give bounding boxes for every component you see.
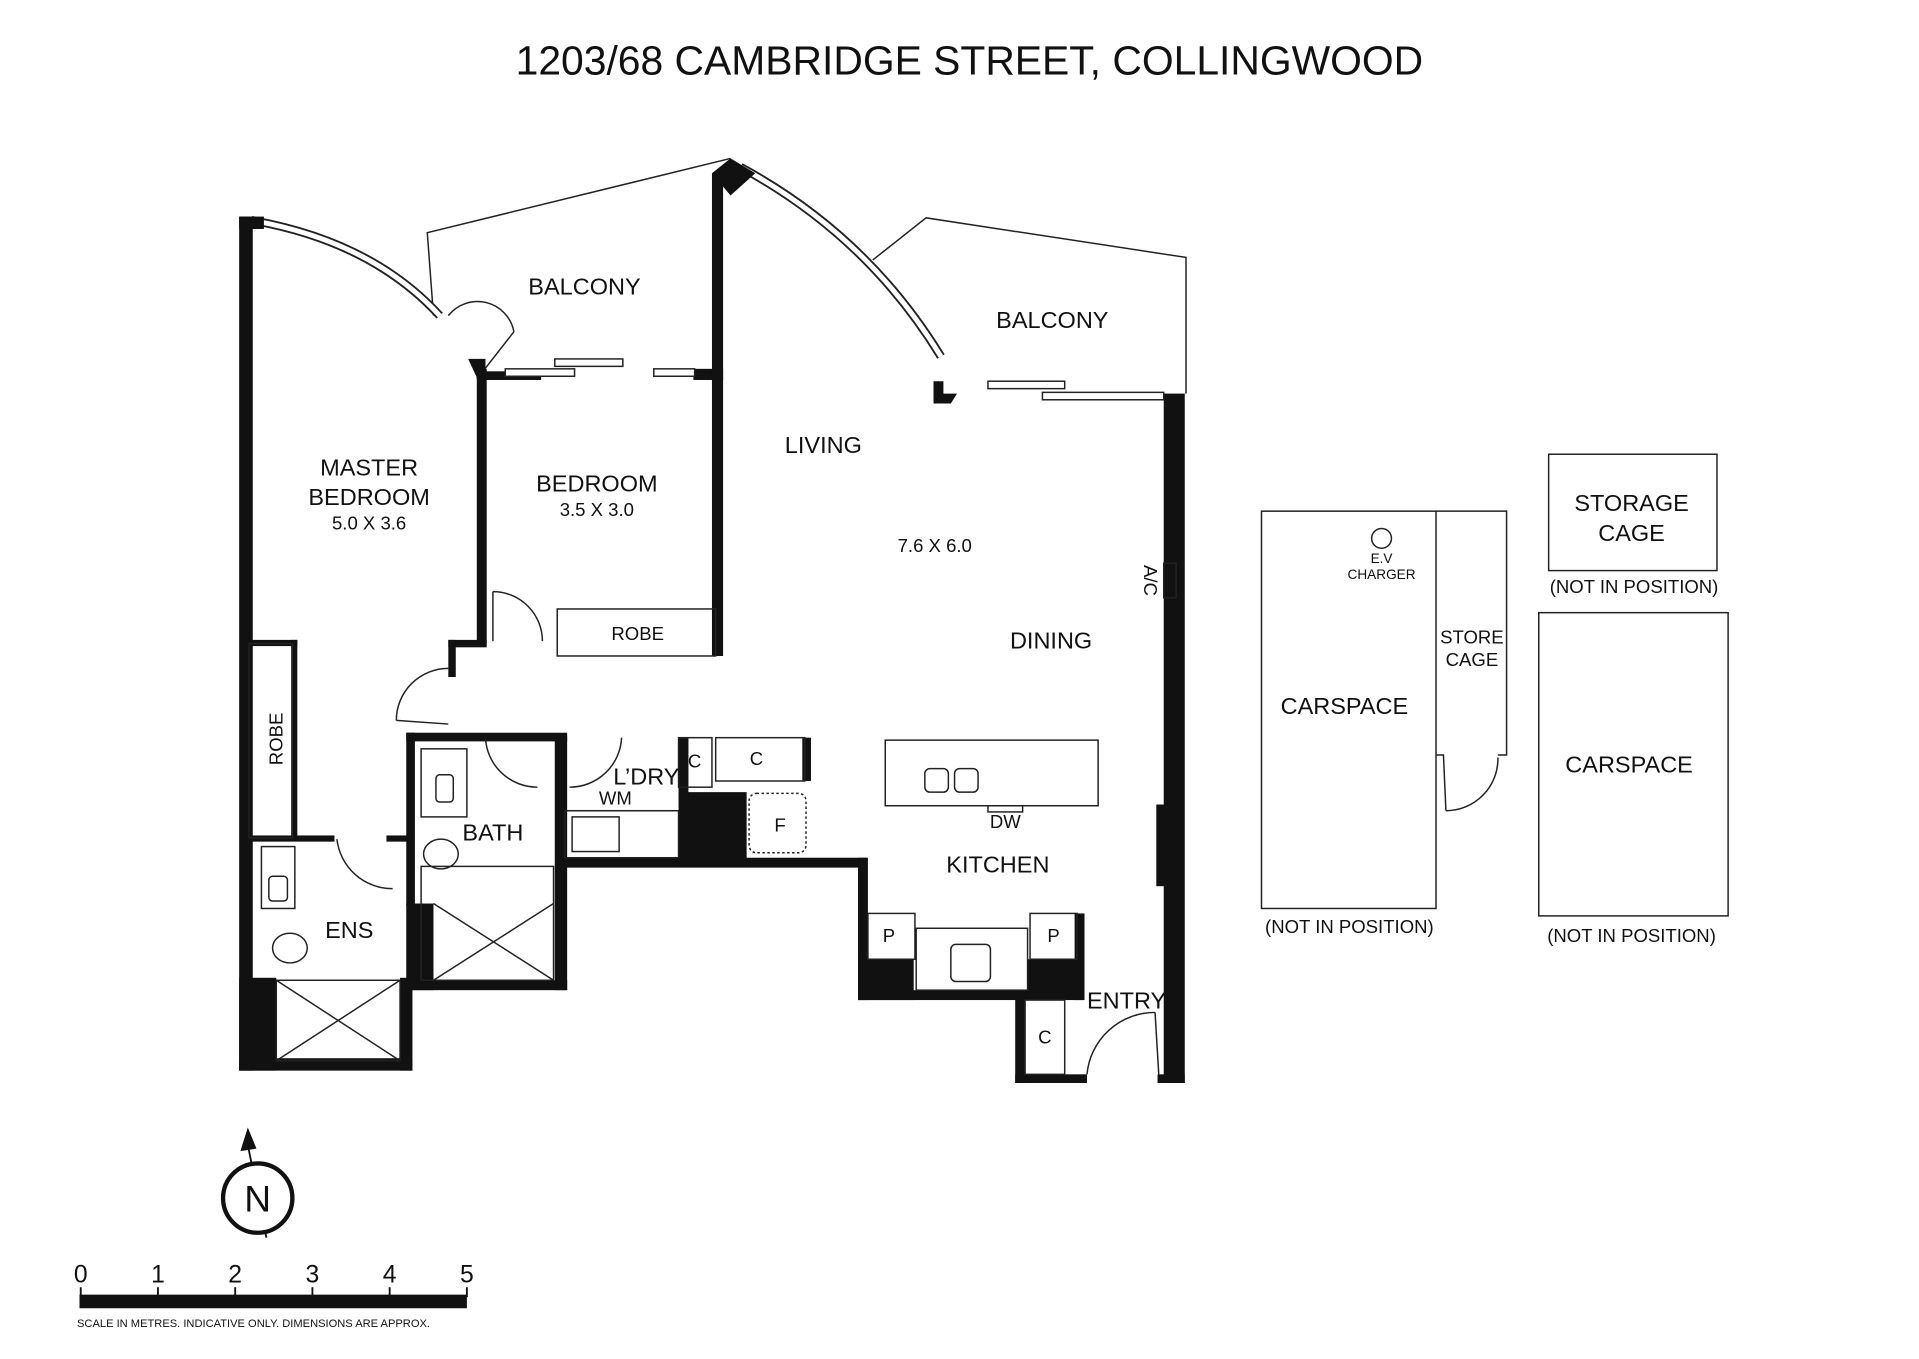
store-cage-label-1: STORE bbox=[1440, 627, 1504, 648]
plan-title: 1203/68 CAMBRIDGE STREET, COLLINGWOOD bbox=[516, 37, 1424, 83]
dining-label: DINING bbox=[1010, 628, 1092, 654]
washing-machine-label: WM bbox=[599, 788, 632, 809]
scale-tick-label: 2 bbox=[228, 1261, 242, 1288]
north-compass-icon: N bbox=[220, 1127, 295, 1238]
bath-label: BATH bbox=[462, 819, 523, 845]
balcony-outlines bbox=[426, 157, 1187, 394]
room-labels: BALCONY BALCONY MASTER BEDROOM 5.0 X 3.6… bbox=[265, 274, 1166, 1048]
master-robe-label: ROBE bbox=[265, 713, 286, 766]
storage-cage-label-1: STORAGE bbox=[1574, 490, 1688, 516]
scale-tick-label: 4 bbox=[383, 1261, 397, 1288]
laundry-cupboard-label: C bbox=[688, 750, 701, 771]
kitchen-label: KITCHEN bbox=[946, 852, 1049, 878]
ev-label-1: E.V bbox=[1371, 551, 1394, 566]
kitchen-cupboard-label: C bbox=[750, 748, 763, 769]
ac-label: A/C bbox=[1140, 565, 1161, 596]
carspace-1 bbox=[1260, 510, 1437, 910]
ev-charger-icon bbox=[1370, 527, 1393, 550]
storage-cage bbox=[1547, 453, 1718, 572]
carspace-2-label: CARSPACE bbox=[1565, 751, 1693, 777]
entry-cupboard-label: C bbox=[1038, 1026, 1051, 1047]
entry-label: ENTRY bbox=[1087, 988, 1167, 1014]
scale-tick-label: 1 bbox=[151, 1261, 165, 1288]
scale-tick-label: 5 bbox=[460, 1261, 474, 1288]
bedroom-label: BEDROOM bbox=[536, 470, 657, 496]
fridge-label: F bbox=[774, 815, 785, 836]
curved-windows bbox=[250, 163, 945, 359]
pantry-right-label: P bbox=[1047, 925, 1059, 946]
parking-area: E.V CHARGER CARSPACE STORE CAGE (NOT IN … bbox=[1260, 453, 1729, 946]
balcony-right-label: BALCONY bbox=[996, 307, 1109, 333]
pantry-left-label: P bbox=[883, 925, 895, 946]
carspace-1-label: CARSPACE bbox=[1281, 693, 1409, 719]
balcony-left-label: BALCONY bbox=[528, 274, 641, 300]
carspace-2 bbox=[1538, 611, 1729, 917]
carspace-2-note: (NOT IN POSITION) bbox=[1547, 925, 1716, 946]
storage-cage-note: (NOT IN POSITION) bbox=[1550, 576, 1719, 597]
bedroom-robe-label: ROBE bbox=[611, 623, 664, 644]
laundry-label: L’DRY bbox=[613, 764, 680, 790]
master-bedroom-dims: 5.0 X 3.6 bbox=[332, 513, 406, 534]
master-bedroom-label-1: MASTER bbox=[320, 454, 418, 480]
walls bbox=[239, 158, 1185, 1083]
carspace-1-note: (NOT IN POSITION) bbox=[1265, 916, 1434, 937]
storage-cage-label-2: CAGE bbox=[1598, 520, 1665, 546]
living-label: LIVING bbox=[785, 432, 862, 458]
scale-note: SCALE IN METRES. INDICATIVE ONLY. DIMENS… bbox=[77, 1318, 430, 1330]
fixtures bbox=[248, 562, 1177, 1076]
scale-tick-label: 3 bbox=[306, 1261, 320, 1288]
ev-label-2: CHARGER bbox=[1348, 567, 1416, 582]
scale-bar: 0 1 2 3 4 5 SCALE IN METRES. INDICATIVE ONLY.… bbox=[74, 1261, 474, 1330]
sliding-doors bbox=[504, 358, 1165, 401]
dishwasher-label: DW bbox=[990, 811, 1021, 832]
ensuite-label: ENS bbox=[325, 917, 373, 943]
bedroom-dims: 3.5 X 3.0 bbox=[560, 499, 634, 520]
master-bedroom-label-2: BEDROOM bbox=[308, 484, 429, 510]
store-cage-label-2: CAGE bbox=[1446, 649, 1499, 670]
compass-label: N bbox=[244, 1178, 271, 1220]
scale-tick-label: 0 bbox=[74, 1261, 88, 1288]
living-dims: 7.6 X 6.0 bbox=[898, 535, 972, 556]
